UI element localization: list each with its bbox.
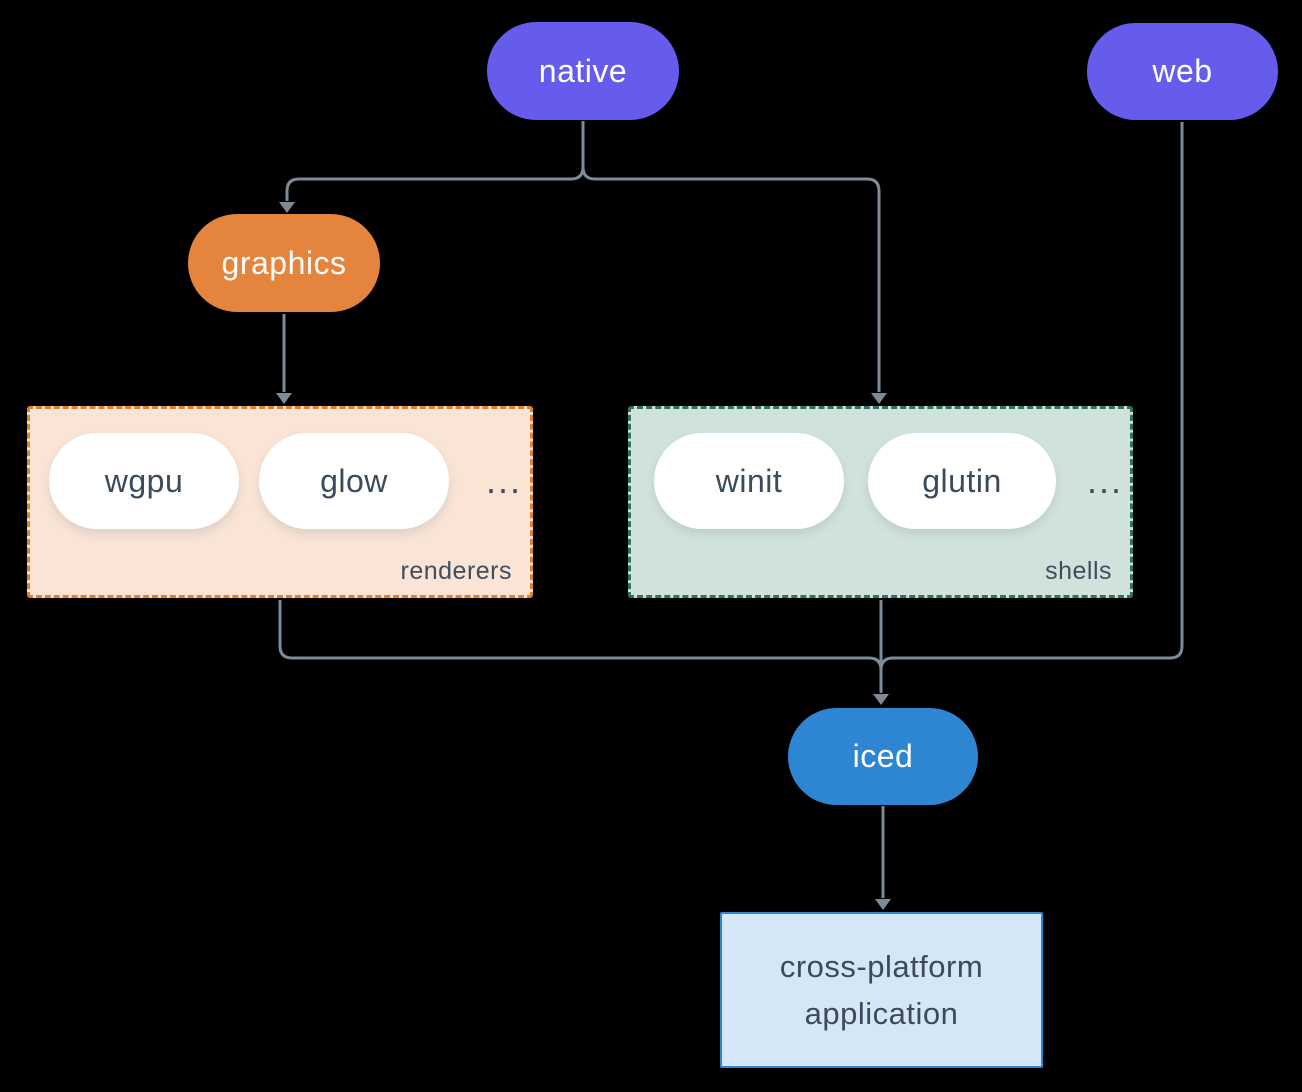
node-glow: glow xyxy=(259,433,449,529)
edge-native-shells xyxy=(581,121,881,392)
group-renderers: wgpu glow ... renderers xyxy=(27,406,533,598)
node-glutin-label: glutin xyxy=(922,462,1002,499)
shells-ellipsis: ... xyxy=(1086,460,1123,501)
node-web: web xyxy=(1087,23,1278,120)
node-wgpu: wgpu xyxy=(49,433,239,529)
node-native-label: native xyxy=(538,52,628,89)
arrowhead-iced xyxy=(873,694,889,705)
node-web-label: web xyxy=(1152,53,1213,89)
edge-renderers-iced xyxy=(278,600,883,690)
application-label-line1: cross-platform xyxy=(779,949,984,984)
shells-group-label: shells xyxy=(1045,557,1112,585)
node-native: native xyxy=(487,22,679,120)
edge-native-graphics xyxy=(285,121,585,201)
node-glutin: glutin xyxy=(868,433,1056,529)
renderers-group-label: renderers xyxy=(400,557,512,585)
node-iced-label: iced xyxy=(852,738,914,774)
node-graphics-label: graphics xyxy=(221,244,347,281)
node-iced: iced xyxy=(788,708,978,805)
node-cross-platform-application: cross-platform application xyxy=(720,912,1043,1068)
arrowhead-application xyxy=(875,899,891,910)
node-glow-label: glow xyxy=(320,462,388,499)
arrowhead-graphics xyxy=(279,202,295,213)
group-shells: winit glutin ... shells xyxy=(628,406,1133,598)
arrowhead-shells xyxy=(871,393,887,404)
node-winit-label: winit xyxy=(715,462,783,499)
node-winit: winit xyxy=(654,433,844,529)
node-graphics: graphics xyxy=(188,214,380,312)
arrowhead-renderers xyxy=(276,393,292,404)
node-wgpu-label: wgpu xyxy=(104,462,184,499)
application-label-line2: application xyxy=(804,996,959,1031)
renderers-ellipsis: ... xyxy=(485,460,522,501)
